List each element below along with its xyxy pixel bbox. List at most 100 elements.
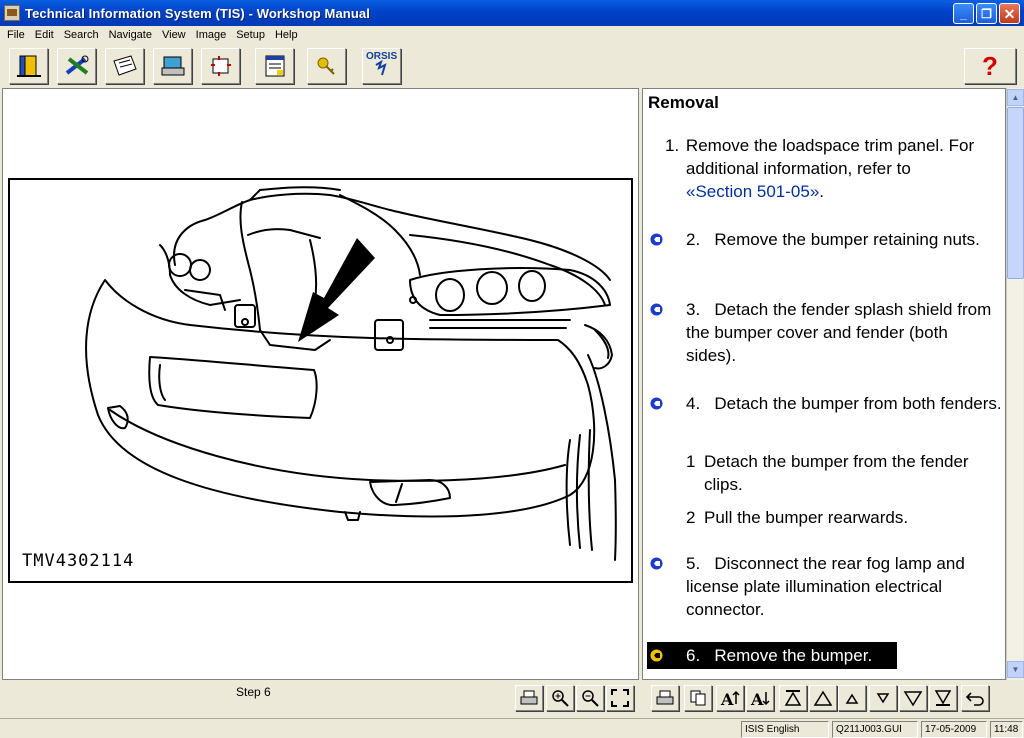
substep-2-text: Pull the bumper rearwards.: [704, 508, 909, 527]
current-step-bullet-icon: [650, 649, 663, 662]
menu-view[interactable]: View: [161, 29, 186, 41]
triangle-up-small-icon: [845, 693, 859, 704]
svg-text:A: A: [750, 690, 764, 708]
status-time: 11:48: [990, 721, 1023, 738]
illustration-frame[interactable]: TMV4302114: [8, 178, 633, 583]
scroll-down-button[interactable]: ▼: [1007, 661, 1024, 678]
substep-2-number: 2: [686, 508, 696, 527]
tools-icon: [65, 55, 88, 75]
print-screen-button[interactable]: [153, 48, 192, 84]
first-step-button[interactable]: [779, 685, 807, 711]
menu-edit[interactable]: Edit: [34, 29, 54, 41]
previous-step-button[interactable]: [838, 685, 866, 711]
next-section-button[interactable]: [899, 685, 927, 711]
step-6-text: Remove the bumper.: [714, 646, 873, 665]
step-label: Step 6: [236, 685, 271, 699]
procedure-heading: Removal: [648, 93, 719, 112]
orsis-button[interactable]: ORSIS: [362, 48, 401, 84]
zoom-in-button[interactable]: [546, 685, 574, 711]
orsis-label: ORSIS: [366, 51, 398, 62]
step-1-text: Remove the loadspace trim panel. For add…: [685, 136, 975, 178]
print-image-button[interactable]: [515, 685, 543, 711]
decrease-font-button[interactable]: A: [746, 685, 774, 711]
menu-file[interactable]: File: [7, 29, 25, 41]
step-4-number: 4.: [686, 394, 701, 413]
tools-button[interactable]: [57, 48, 96, 84]
step-bullet-icon: [650, 233, 663, 246]
increase-font-icon: A: [720, 690, 740, 708]
step-2-number: 2.: [686, 230, 701, 249]
menu-help[interactable]: Help: [274, 29, 298, 41]
minimize-button[interactable]: _: [953, 3, 974, 24]
bottom-bar: Step 6 A A: [0, 680, 1024, 718]
scroll-thumb[interactable]: [1007, 107, 1024, 279]
bumper-illustration: [85, 186, 617, 561]
diagnostics-icon: [210, 56, 231, 76]
title-bar: Technical Information System (TIS) - Wor…: [0, 0, 1024, 26]
notes-icon: [265, 55, 284, 77]
menu-bar: File Edit Search Navigate View Image Set…: [0, 26, 1024, 44]
scroll-up-icon: ▲: [1011, 93, 1020, 102]
zoom-out-icon: [582, 690, 599, 707]
increase-font-button[interactable]: A: [716, 685, 744, 711]
status-language: ISIS English: [741, 721, 829, 738]
triangle-down-large-icon: [903, 691, 923, 707]
fit-image-button[interactable]: [606, 685, 634, 711]
step-5-text: Disconnect the rear fog lamp and license…: [686, 554, 965, 619]
help-button[interactable]: ?: [964, 48, 1016, 84]
illustration-pane[interactable]: TMV4302114: [2, 88, 639, 680]
previous-section-button[interactable]: [809, 685, 837, 711]
close-button[interactable]: ✕: [999, 3, 1020, 24]
zoom-out-button[interactable]: [576, 685, 604, 711]
status-date: 17-05-2009: [921, 721, 987, 738]
app-icon[interactable]: [4, 5, 20, 21]
step-2-text: Remove the bumper retaining nuts.: [714, 230, 980, 249]
section-501-05-link[interactable]: «Section 501-05»: [686, 182, 820, 201]
document-button[interactable]: [105, 48, 144, 84]
step-bullet-icon: [650, 557, 663, 570]
menu-search[interactable]: Search: [63, 29, 99, 41]
menu-image[interactable]: Image: [195, 29, 227, 41]
return-arrow-icon: [965, 692, 984, 706]
printer-icon: [520, 690, 538, 705]
fit-image-icon: [611, 689, 629, 707]
last-step-button[interactable]: [929, 685, 957, 711]
diagnostics-button[interactable]: [201, 48, 240, 84]
menu-setup[interactable]: Setup: [236, 29, 265, 41]
notes-button[interactable]: [255, 48, 294, 84]
substep-2: 2 Pull the bumper rearwards.: [686, 506, 1002, 529]
last-step-icon: [934, 690, 952, 706]
menu-navigate[interactable]: Navigate: [108, 29, 152, 41]
restore-button[interactable]: ❐: [976, 3, 997, 24]
orsis-icon: [374, 59, 387, 76]
scroll-down-icon: ▼: [1011, 665, 1020, 674]
triangle-up-large-icon: [813, 690, 833, 706]
scroll-up-button[interactable]: ▲: [1007, 89, 1024, 106]
printer-icon: [656, 690, 674, 705]
decrease-font-icon: A: [750, 690, 770, 708]
minimize-icon: _: [960, 6, 967, 21]
status-file: Q211J003.GUI: [832, 721, 918, 738]
document-icon: [112, 55, 137, 76]
key-button[interactable]: [307, 48, 346, 84]
next-step-button[interactable]: [869, 685, 897, 711]
step-3-number: 3.: [686, 300, 701, 319]
copy-button[interactable]: [684, 685, 712, 711]
step-1-number: 1.: [665, 136, 680, 155]
substep-1-text: Detach the bumper from the fender clips.: [704, 452, 969, 494]
exit-icon: [16, 55, 41, 77]
toolbar: ORSIS ?: [0, 44, 1024, 88]
svg-text:A: A: [720, 690, 734, 708]
print-text-button[interactable]: [651, 685, 679, 711]
close-icon: ✕: [1003, 5, 1016, 22]
figure-label: TMV4302114: [22, 551, 135, 571]
exit-button[interactable]: [9, 48, 48, 84]
copy-icon: [690, 690, 706, 706]
procedure-pane[interactable]: Removal 1. Remove the loadspace trim pan…: [642, 88, 1006, 680]
step-bullet-icon: [650, 303, 663, 316]
help-icon: ?: [982, 50, 998, 81]
back-button[interactable]: [961, 685, 989, 711]
procedure-scrollbar[interactable]: ▲ ▼: [1006, 88, 1024, 680]
status-bar: ISIS English Q211J003.GUI 17-05-2009 11:…: [0, 718, 1024, 738]
